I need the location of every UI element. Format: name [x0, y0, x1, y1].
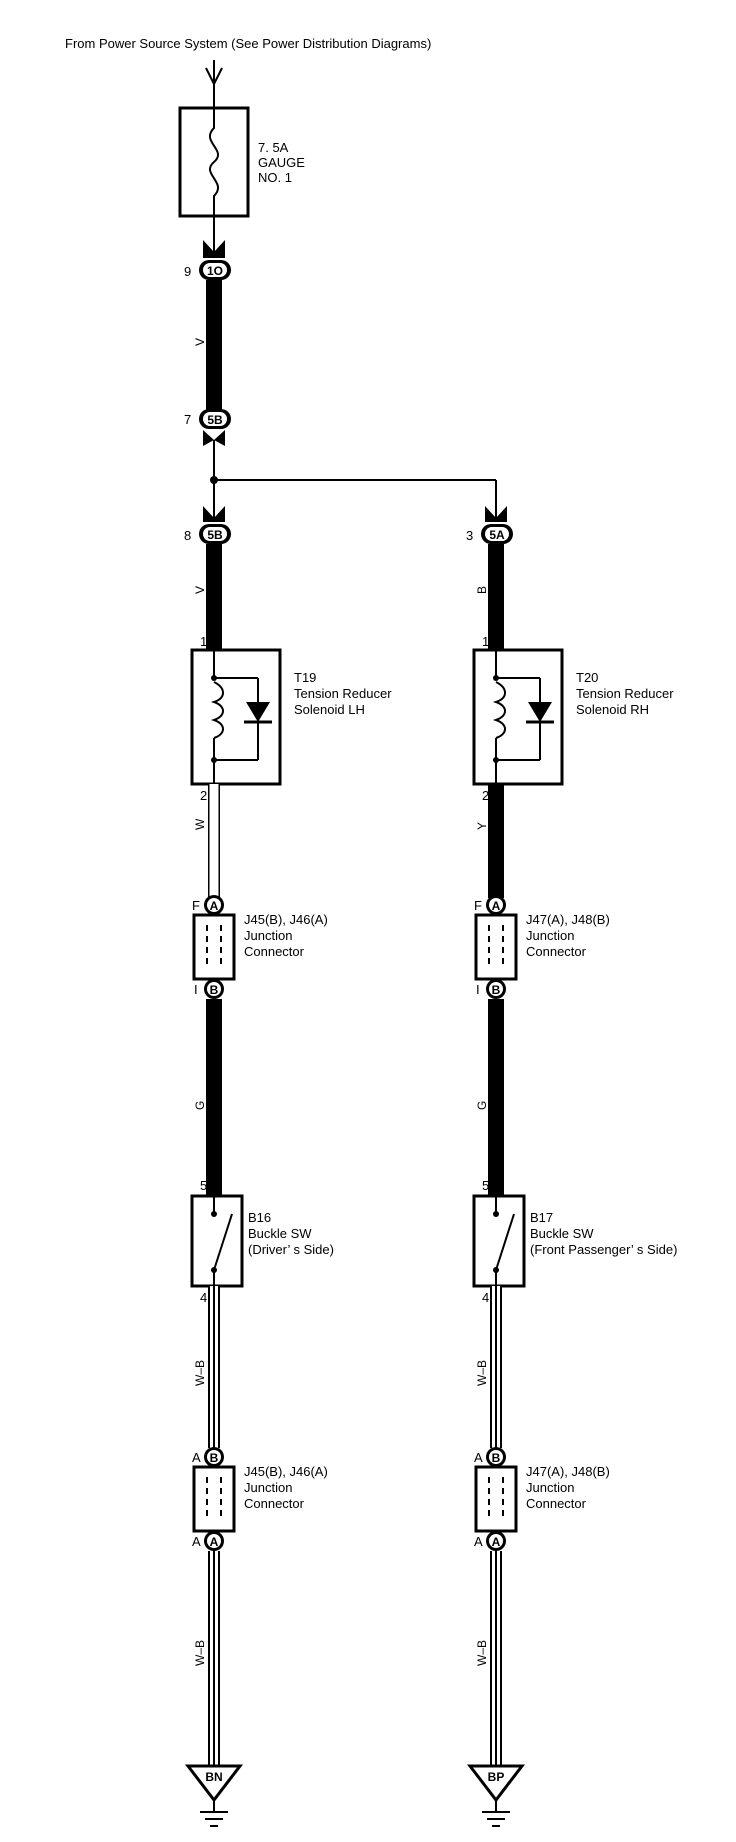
swlh-code: B16	[248, 1210, 271, 1225]
pin-c2: 7	[184, 412, 191, 427]
swlh-pin-bottom: 4	[200, 1290, 207, 1305]
swrh-pin-top: 5	[482, 1178, 489, 1193]
swrh-code: B17	[530, 1210, 553, 1225]
jrh2-title: J47(A), J48(B)	[526, 1464, 610, 1479]
buckle-switch-lh	[190, 1194, 244, 1288]
jrh1-line2: Connector	[526, 944, 587, 959]
wire-label-wb-lh-upper: W–B	[193, 1360, 207, 1386]
jlh1-pin-top: F	[192, 898, 200, 913]
jlh2-pin-top: A	[192, 1450, 201, 1465]
jlh2-title: J45(B), J46(A)	[244, 1464, 328, 1479]
svg-text:A: A	[210, 899, 219, 913]
power-source-label: From Power Source System (See Power Dist…	[65, 36, 431, 51]
jlh1-pin-bottom: I	[194, 982, 198, 997]
junction-connector-rh1: A B	[474, 895, 518, 999]
sol-lh-line2: Solenoid LH	[294, 702, 365, 717]
pin-c3: 8	[184, 528, 191, 543]
fuse	[178, 106, 250, 218]
junction-connector-lh1: A B	[192, 895, 236, 999]
jlh2-line1: Junction	[244, 1480, 292, 1495]
jrh1-pin-bottom: I	[476, 982, 480, 997]
diode-icon	[246, 702, 270, 722]
svg-text:5B: 5B	[207, 413, 223, 427]
svg-text:B: B	[210, 983, 219, 997]
jrh1-line1: Junction	[526, 928, 574, 943]
input-arrow	[205, 60, 223, 108]
jrh2-line1: Junction	[526, 1480, 574, 1495]
jrh2-pin-top: A	[474, 1450, 483, 1465]
connector-5B-lower: 5B	[199, 524, 231, 544]
sol-lh-line1: Tension Reducer	[294, 686, 392, 701]
wire-label-wb-rh-lower: W–B	[475, 1640, 489, 1666]
svg-text:B: B	[492, 1451, 501, 1465]
wire-label-b-rh: B	[475, 586, 489, 594]
svg-text:BP: BP	[488, 1770, 505, 1784]
ground-point-lh: BN	[184, 1764, 244, 1827]
connector-1O: 1O	[199, 260, 231, 280]
wire-label-v-top: V	[193, 338, 207, 346]
diode-icon	[528, 702, 552, 722]
svg-text:A: A	[492, 1535, 501, 1549]
jrh1-pin-top: F	[474, 898, 482, 913]
wire-label-g-rh: G	[475, 1101, 489, 1110]
ground-point-rh: BP	[466, 1764, 526, 1827]
fuse-rating: 7. 5A	[258, 140, 289, 155]
svg-text:5B: 5B	[207, 528, 223, 542]
female-terminal-icon	[203, 240, 225, 258]
swlh-line1: Buckle SW	[248, 1226, 312, 1241]
swlh-line2: (Driver’ s Side)	[248, 1242, 334, 1257]
sol-lh-code: T19	[294, 670, 316, 685]
wire-label-v-lh: V	[193, 586, 207, 594]
swrh-line2: (Front Passenger’ s Side)	[530, 1242, 677, 1257]
buckle-switch-rh	[472, 1194, 526, 1288]
jrh2-line2: Connector	[526, 1496, 587, 1511]
swrh-pin-bottom: 4	[482, 1290, 489, 1305]
wire-label-w-lh: W	[193, 818, 207, 830]
fuse-number: NO. 1	[258, 170, 292, 185]
svg-text:BN: BN	[205, 1770, 222, 1784]
fuse-name: GAUGE	[258, 155, 305, 170]
wire-label-g-lh: G	[193, 1101, 207, 1110]
sol-rh-pin-top: 1	[482, 634, 489, 649]
svg-text:B: B	[210, 1451, 219, 1465]
svg-text:A: A	[210, 1535, 219, 1549]
jlh2-line2: Connector	[244, 1496, 305, 1511]
sol-rh-code: T20	[576, 670, 598, 685]
connector-5A: 5A	[481, 524, 513, 544]
wire-label-y-rh: Y	[475, 822, 489, 830]
svg-text:5A: 5A	[489, 528, 505, 542]
jlh2-pin-bottom: A	[192, 1534, 201, 1549]
connector-5B-upper: 5B	[199, 409, 231, 429]
sol-lh-pin-top: 1	[200, 634, 207, 649]
pin-c4: 3	[466, 528, 473, 543]
male-terminal-icon	[203, 430, 225, 446]
solenoid-lh	[190, 648, 282, 786]
junction-connector-lh2: B A	[192, 1447, 236, 1551]
solenoid-rh	[472, 648, 564, 786]
jrh2-pin-bottom: A	[474, 1534, 483, 1549]
swrh-line1: Buckle SW	[530, 1226, 594, 1241]
sol-rh-line2: Solenoid RH	[576, 702, 649, 717]
jlh1-line2: Connector	[244, 944, 305, 959]
jlh1-title: J45(B), J46(A)	[244, 912, 328, 927]
wire-label-wb-lh-lower: W–B	[193, 1640, 207, 1666]
junction-connector-rh2: B A	[474, 1447, 518, 1551]
sol-rh-pin-bottom: 2	[482, 788, 489, 803]
sol-lh-pin-bottom: 2	[200, 788, 207, 803]
svg-text:A: A	[492, 899, 501, 913]
sol-rh-line1: Tension Reducer	[576, 686, 674, 701]
jrh1-title: J47(A), J48(B)	[526, 912, 610, 927]
svg-text:B: B	[492, 983, 501, 997]
swlh-pin-top: 5	[200, 1178, 207, 1193]
pin-c1: 9	[184, 264, 191, 279]
wire-label-wb-rh-upper: W–B	[475, 1360, 489, 1386]
jlh1-line1: Junction	[244, 928, 292, 943]
svg-text:1O: 1O	[207, 264, 223, 278]
